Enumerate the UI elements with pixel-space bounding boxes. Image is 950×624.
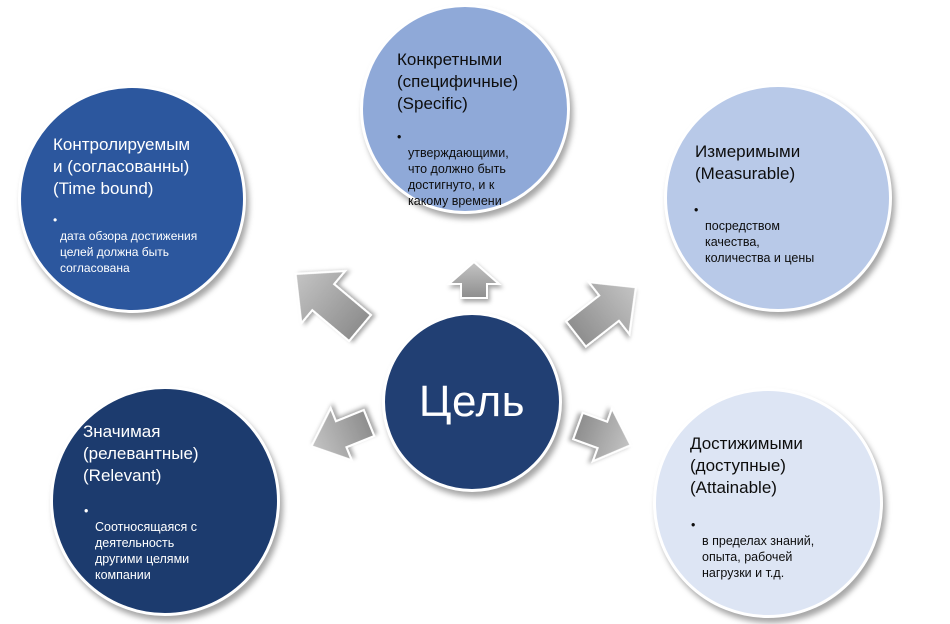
node-time-bound: Контролируемым и (согласованны) (Time bo… [18, 85, 246, 313]
arrow-to-specific [446, 260, 502, 299]
arrow-to-relevant [310, 405, 376, 462]
arrow-to-measurable [564, 280, 638, 349]
arrow-to-time-bound [294, 269, 373, 343]
arrow-to-attainable [571, 406, 632, 464]
bullet-dot: • [84, 504, 89, 518]
bullet-dot: • [397, 130, 402, 144]
bullet-dot: • [691, 518, 696, 532]
node-relevant-bullet-text: Соотносящаяся с деятельность другими цел… [95, 520, 198, 582]
node-specific-title: Конкретными (специфичные) (Specific) [397, 50, 519, 113]
bullet-dot: • [694, 203, 699, 217]
node-specific-bullet-text: утверждающими, что должно быть достигнут… [408, 146, 509, 208]
node-attainable-title: Достижимыми (доступные) (Attainable) [690, 434, 803, 497]
node-measurable-title: Измеримыми (Measurable) [695, 142, 801, 183]
node-measurable-bullet-text: посредством качества, количества и цены [705, 219, 815, 265]
node-relevant-title: Значимая (релевантные) (Relevant) [83, 422, 199, 485]
node-specific-bullet: • утверждающими, что должно быть достигну… [397, 129, 509, 209]
node-attainable-bullet: • в пределах знаний, опыта, рабочей нагру… [691, 517, 815, 581]
node-attainable: Достижимыми (доступные) (Attainable) • в … [653, 388, 883, 618]
node-attainable-bullet-text: в пределах знаний, опыта, рабочей нагруз… [702, 534, 815, 580]
center-goal-label: Цель [418, 377, 526, 426]
node-measurable-bullet: • посредством качества, количества и цены [694, 202, 815, 266]
node-measurable: Измеримыми (Measurable) • посредством кач… [664, 84, 892, 312]
node-time-bound-title: Контролируемым и (согласованны) (Time bo… [53, 135, 191, 198]
node-time-bound-bullet-text: дата обзора достижения целей должна быть… [60, 229, 198, 275]
node-specific: Конкретными (специфичные) (Specific) • ут… [360, 4, 570, 214]
center-goal: Цель [382, 312, 562, 492]
bullet-dot: • [53, 213, 58, 227]
node-relevant: Значимая (релевантные) (Relevant) • Соотн… [50, 386, 280, 616]
node-relevant-bullet: • Соотносящаяся с деятельность другими це… [84, 503, 198, 583]
node-time-bound-bullet: •дата обзора достижения целей должна быт… [53, 212, 198, 276]
